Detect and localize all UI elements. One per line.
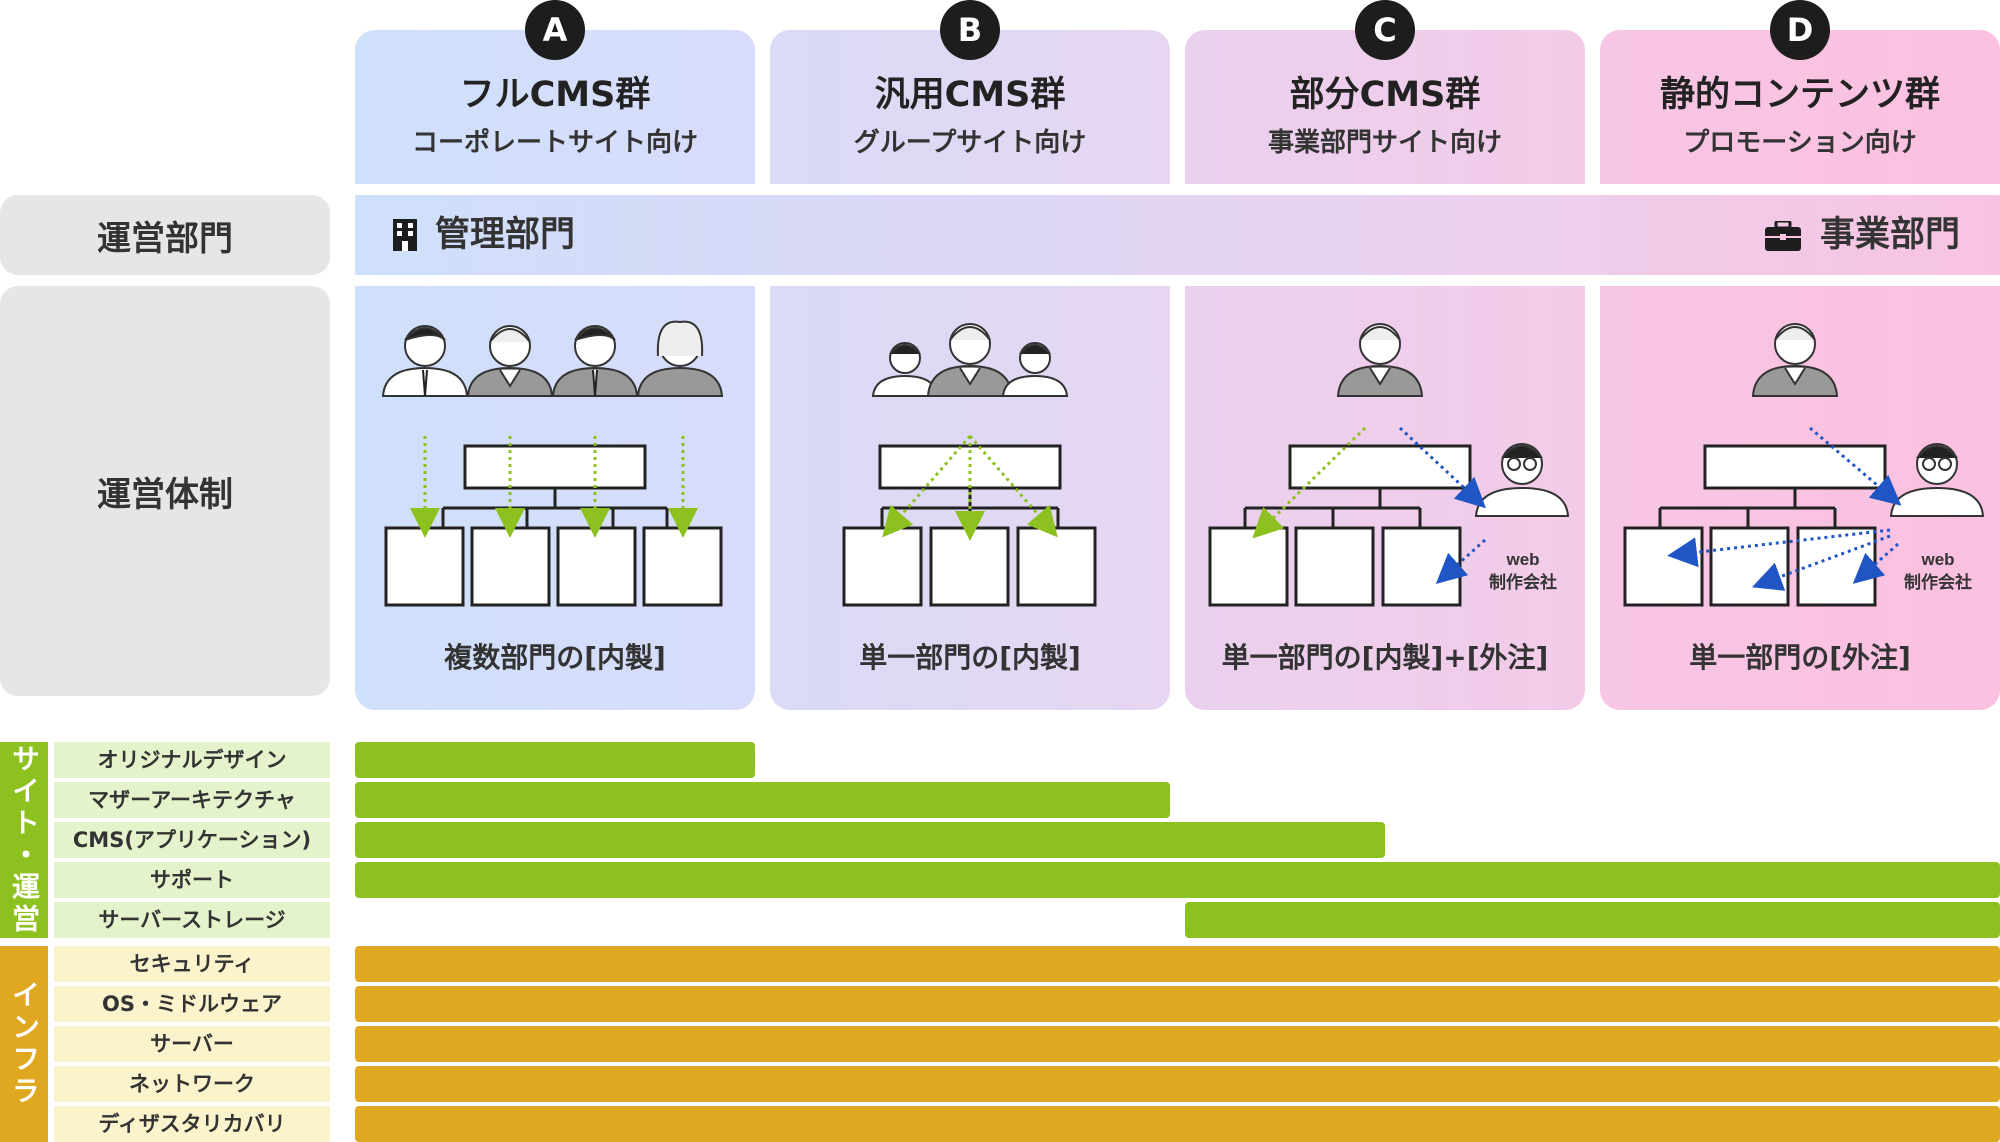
column-badge-b: B	[940, 0, 1000, 60]
org-chart	[1623, 444, 1887, 607]
delegation-arrows	[1252, 426, 1487, 585]
feature-label: セキュリティ	[54, 946, 330, 982]
feature-coverage-bar	[355, 862, 2000, 898]
org-diagram-b	[842, 323, 1097, 607]
feature-coverage-bar	[355, 946, 2000, 982]
column-badge-d: D	[1770, 0, 1830, 60]
row-label-operation-dept: 運営部門	[0, 195, 330, 275]
structure-caption-a: 複数部門の[内製]	[444, 641, 666, 674]
column-header-b: B 汎用CMS群 グループサイト向け	[770, 0, 1170, 184]
vendor-label-line2: 制作会社	[1904, 572, 1972, 592]
column-subtitle-c: 事業部門サイト向け	[1267, 128, 1502, 158]
feature-label: ディザスタリカバリ	[54, 1106, 330, 1142]
vendor-label-line2: 制作会社	[1489, 572, 1557, 592]
staff-person-icon	[381, 320, 724, 397]
org-diagram-c: web 制作会社	[1208, 323, 1570, 607]
department-banner: 管理部門 事業部門	[355, 195, 2000, 275]
column-subtitle-b: グループサイト向け	[853, 128, 1087, 158]
org-chart	[842, 444, 1097, 607]
org-diagram-d: web 制作会社	[1623, 323, 1985, 607]
feature-coverage-bar	[355, 782, 1170, 818]
column-title-a: フルCMS群	[459, 75, 651, 115]
column-title-d: 静的コンテンツ群	[1659, 75, 1940, 115]
feature-coverage-bar	[355, 1106, 2000, 1142]
structure-panel-b: 単一部門の[内製]	[770, 286, 1170, 710]
staff-person-icon	[1751, 323, 1839, 397]
vendor-person-icon	[1889, 443, 1985, 517]
feature-coverage-bar	[355, 742, 755, 778]
feature-coverage-bar	[355, 1066, 2000, 1102]
column-subtitle-a: コーポレートサイト向け	[411, 128, 698, 158]
column-header-a: A フルCMS群 コーポレートサイト向け	[355, 0, 755, 184]
feature-label: サーバーストレージ	[54, 902, 330, 938]
structure-panel-d: web 制作会社 単一部門の[外注]	[1600, 286, 2000, 710]
feature-coverage-bar	[355, 822, 1385, 858]
feature-label: オリジナルデザイン	[54, 742, 330, 778]
staff-person-icon	[871, 323, 1069, 397]
vendor-label-line1: web	[1505, 550, 1539, 569]
staff-person-icon	[1336, 323, 1424, 397]
feature-label: CMS(アプリケーション)	[54, 822, 330, 858]
structure-caption-c: 単一部門の[内製]+[外注]	[1221, 641, 1549, 674]
column-badge-a: A	[525, 0, 585, 60]
vendor-person-icon	[1474, 443, 1570, 517]
feature-coverage-bar	[355, 1026, 2000, 1062]
column-title-b: 汎用CMS群	[874, 75, 1066, 115]
structure-panel-c: web 制作会社 単一部門の[内製]+[外注]	[1185, 286, 1585, 710]
row-label-operation-structure: 運営体制	[0, 286, 330, 696]
feature-group-label-0: サイト・運営	[0, 742, 48, 938]
feature-label: マザーアーキテクチャ	[54, 782, 330, 818]
structure-panel-a: 複数部門の[内製]	[355, 286, 755, 710]
feature-label: OS・ミドルウェア	[54, 986, 330, 1022]
department-left-label: 管理部門	[435, 215, 576, 255]
org-chart	[1208, 444, 1472, 607]
delegation-arrows	[1667, 426, 1902, 591]
structure-caption-d: 単一部門の[外注]	[1689, 641, 1911, 674]
building-icon	[393, 219, 417, 255]
vendor-label-line1: web	[1920, 550, 1954, 569]
structure-caption-b: 単一部門の[内製]	[859, 641, 1081, 674]
column-header-c: C 部分CMS群 事業部門サイト向け	[1185, 0, 1585, 184]
delegation-arrows	[882, 435, 1058, 541]
column-header-d: D 静的コンテンツ群 プロモーション向け	[1600, 0, 2000, 184]
department-right-label: 事業部門	[1820, 215, 1961, 255]
feature-group-label-1: インフラ	[0, 946, 48, 1142]
org-diagram-a	[381, 320, 724, 607]
column-badge-c: C	[1355, 0, 1415, 60]
feature-coverage-bar	[355, 986, 2000, 1022]
feature-coverage-bar	[1185, 902, 2000, 938]
column-subtitle-d: プロモーション向け	[1683, 128, 1917, 158]
feature-label: サポート	[54, 862, 330, 898]
delegation-arrows	[410, 436, 698, 538]
briefcase-icon	[1765, 219, 1801, 255]
org-chart	[384, 444, 723, 607]
feature-label: サーバー	[54, 1026, 330, 1062]
column-title-c: 部分CMS群	[1289, 75, 1481, 115]
feature-label: ネットワーク	[54, 1066, 330, 1102]
